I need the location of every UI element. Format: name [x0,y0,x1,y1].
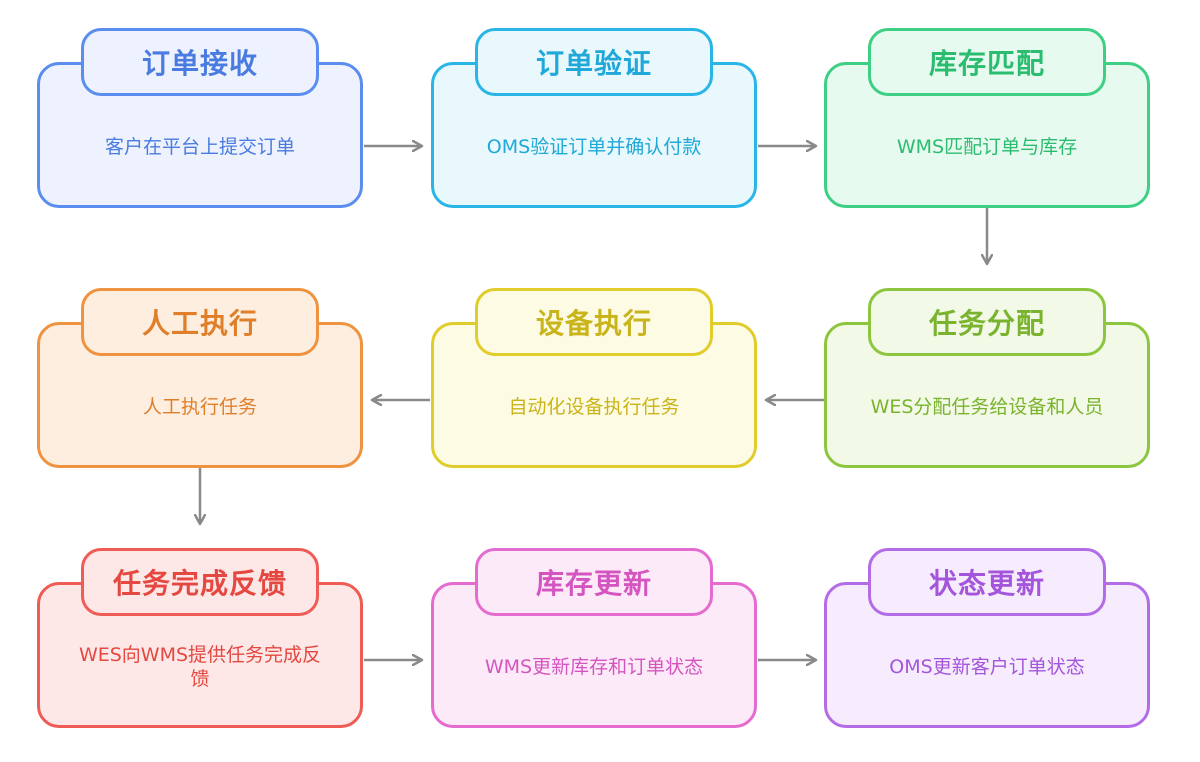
step-status-update: OMS更新客户订单状态 状态更新 [824,548,1150,728]
step-title: 状态更新 [928,567,1045,600]
step-description: WES分配任务给设备和人员 [870,396,1104,418]
step-title: 订单接收 [141,47,258,80]
step-description: WMS匹配订单与库存 [896,136,1078,158]
step-title-tab: 库存匹配 [868,28,1106,96]
step-title-tab: 设备执行 [475,288,713,356]
step-title-tab: 任务分配 [868,288,1106,356]
step-task-feedback: WES向WMS提供任务完成反馈 任务完成反馈 [37,548,363,728]
step-description: WES向WMS提供任务完成反馈 [78,644,322,690]
step-order-receive: 客户在平台上提交订单 订单接收 [37,28,363,208]
step-title: 人工执行 [141,307,258,340]
step-description: 自动化设备执行任务 [508,396,680,418]
step-description: 人工执行任务 [142,396,257,418]
step-order-verify: OMS验证订单并确认付款 订单验证 [431,28,757,208]
step-manual-execution: 人工执行任务 人工执行 [37,288,363,468]
step-title: 库存更新 [535,567,652,600]
step-title-tab: 状态更新 [868,548,1106,616]
step-title-tab: 人工执行 [81,288,319,356]
step-title: 库存匹配 [928,47,1045,80]
step-title: 设备执行 [535,307,652,340]
step-description: OMS更新客户订单状态 [889,656,1085,678]
step-title: 任务分配 [928,307,1045,340]
step-inventory-match: WMS匹配订单与库存 库存匹配 [824,28,1150,208]
step-description: 客户在平台上提交订单 [104,136,295,158]
step-equipment-execution: 自动化设备执行任务 设备执行 [431,288,757,468]
step-description: OMS验证订单并确认付款 [486,136,702,158]
step-title: 订单验证 [535,47,652,80]
step-title-tab: 库存更新 [475,548,713,616]
step-task-assignment: WES分配任务给设备和人员 任务分配 [824,288,1150,468]
step-inventory-update: WMS更新库存和订单状态 库存更新 [431,548,757,728]
step-title-tab: 订单验证 [475,28,713,96]
step-title-tab: 任务完成反馈 [81,548,319,616]
step-description: WMS更新库存和订单状态 [484,656,704,678]
step-title-tab: 订单接收 [81,28,319,96]
step-title: 任务完成反馈 [112,567,287,600]
